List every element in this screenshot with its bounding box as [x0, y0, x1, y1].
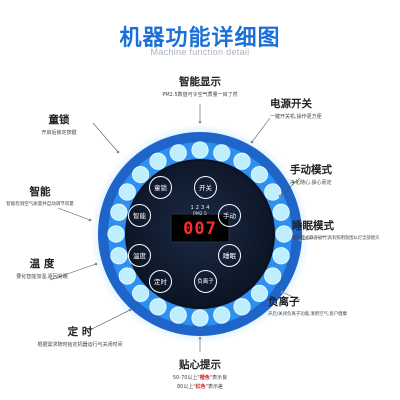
led-bead — [107, 225, 125, 243]
feature-title: 童锁 — [48, 114, 70, 126]
led-bead — [213, 306, 231, 324]
pm25-display — [170, 213, 230, 243]
feature-child-lock: 童锁 开启后锁定按键 — [24, 112, 94, 136]
timer-button[interactable]: 定时 — [149, 270, 172, 293]
orange-highlight: 橙色 — [199, 375, 210, 381]
feature-desc: 智能检测空气质量并自动调节风量 — [6, 202, 74, 207]
feature-sleep-mode: 睡眠模式 睡眠模式静音运行,具有照明氛围以灯全部熄灭 — [292, 218, 400, 241]
page-subtitle: Machine function detail — [150, 47, 250, 57]
pm25-label: PM2.5 — [193, 212, 207, 217]
warm-tip-line1: 50-70以上"橙色"表示良 — [172, 375, 228, 381]
feature-desc: 净化随心,操心而定 — [290, 180, 332, 186]
feature-title: 负离子 — [268, 296, 300, 308]
leader-dots — [88, 120, 302, 340]
led-bead — [191, 141, 209, 159]
led-bead — [169, 306, 187, 324]
feature-title: 智能显示 — [179, 76, 221, 88]
led-bead — [250, 284, 268, 302]
led-bead — [149, 152, 167, 170]
feature-desc: PM2.5数值可令空气质量一目了然 — [162, 92, 238, 98]
feature-title: 智能 — [29, 186, 51, 198]
feature-title: 贴心提示 — [179, 359, 221, 371]
feature-desc: 一键开关机,操作更方便 — [270, 114, 322, 120]
led-bead-ring — [107, 141, 293, 327]
feature-desc: 开启/关闭负离子功能,清新空气,客户健康 — [268, 312, 347, 317]
feature-title: 温 度 — [29, 258, 55, 270]
feature-desc: 要化智能加湿,驱回易眠 — [16, 274, 68, 280]
feature-desc: 开启后锁定按键 — [41, 130, 77, 136]
led-bead — [272, 203, 290, 221]
smart-button[interactable]: 智能 — [128, 204, 151, 227]
feature-title: 睡眠模式 — [292, 220, 334, 232]
warm-tip-line2: 80以上"红色"表示差 — [177, 384, 223, 390]
feature-desc: 根据需求随时给定机器运行与关闭时间 — [37, 342, 123, 348]
led-bead — [213, 144, 231, 162]
led-bead — [149, 298, 167, 316]
led-bead — [264, 267, 282, 285]
power-button[interactable]: 开关 — [194, 176, 217, 199]
negative-ion-button[interactable]: 负离子 — [194, 270, 217, 293]
feature-power-switch: 电源开关 一键开关机,操作更方便 — [270, 96, 380, 120]
led-bead — [272, 247, 290, 265]
led-bead — [132, 166, 150, 184]
led-bead — [169, 144, 187, 162]
red-highlight: 红色 — [195, 384, 206, 390]
led-bead — [110, 247, 128, 265]
feature-title: 电源开关 — [270, 98, 312, 110]
feature-title: 手动模式 — [290, 164, 332, 176]
led-bead — [264, 183, 282, 201]
page-title: 机器功能详细图 — [119, 26, 281, 51]
led-bead — [132, 284, 150, 302]
child-lock-button[interactable]: 童锁 — [149, 176, 172, 199]
feature-timer: 定 时 根据需求随时给定机器运行与关闭时间 — [20, 324, 140, 348]
sleep-button[interactable]: 睡眠 — [218, 244, 241, 267]
feature-manual-mode: 手动模式 净化随心,操心而定 — [290, 162, 390, 186]
led-bead — [118, 183, 136, 201]
feature-negative-ion: 负离子 开启/关闭负离子功能,清新空气,客户健康 — [268, 294, 396, 317]
feature-smart-display: 智能显示 PM2.5数值可令空气质量一目了然 — [140, 74, 260, 98]
manual-button[interactable]: 手动 — [218, 204, 241, 227]
leader-lines — [49, 104, 329, 352]
led-bead — [110, 203, 128, 221]
feature-temperature: 温 度 要化智能加湿,驱回易眠 — [4, 256, 80, 280]
led-bead — [275, 225, 293, 243]
pm25-reading: 007 — [183, 219, 217, 239]
feature-desc: 睡眠模式静音运行,具有照明氛围以灯全部熄灭 — [292, 236, 380, 241]
led-bead — [233, 298, 251, 316]
feature-warm-tip: 贴心提示 50-70以上"橙色"表示良 80以上"红色"表示差 — [140, 357, 260, 390]
led-bead — [118, 267, 136, 285]
temperature-button[interactable]: 温度 — [128, 244, 151, 267]
feature-smart: 智能 智能检测空气质量并自动调节风量 — [0, 184, 80, 207]
feature-title: 定 时 — [67, 326, 93, 338]
led-bead — [191, 309, 209, 327]
led-bead — [233, 152, 251, 170]
led-bead — [250, 166, 268, 184]
speed-levels: 1 2 3 4 — [190, 205, 210, 211]
